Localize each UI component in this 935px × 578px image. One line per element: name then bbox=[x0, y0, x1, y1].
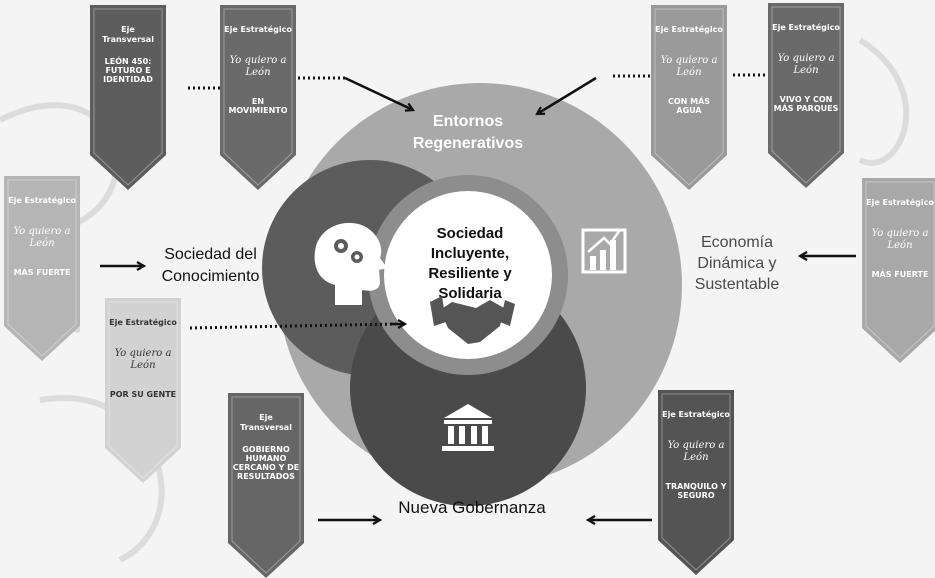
bar-chart-icon bbox=[581, 228, 627, 274]
banner-kind: Eje Estratégico bbox=[866, 198, 934, 207]
banner-kind: Eje Transversal bbox=[240, 413, 292, 432]
banner-shape bbox=[768, 3, 844, 188]
banner-shape bbox=[651, 5, 727, 190]
banner-name: LEÓN 450: FUTURO E IDENTIDAD bbox=[103, 57, 153, 84]
banner-script: Yo quiero a León bbox=[667, 440, 725, 463]
banner-name: VIVO Y CON MÁS PARQUES bbox=[773, 95, 839, 113]
banner-name: TRANQUILO Y SEGURO bbox=[665, 482, 727, 500]
banner-shape bbox=[862, 178, 935, 363]
banner-movimiento: Eje Estratégico Yo quiero a León EN MOVIMI… bbox=[220, 5, 296, 190]
banner-name: CON MÁS AGUA bbox=[667, 97, 711, 115]
banner-shape bbox=[4, 176, 80, 361]
label-economy: Economía Dinámica y Sustentable bbox=[694, 234, 780, 293]
banner-script: Yo quiero a León bbox=[13, 226, 71, 249]
banner-kind: Eje Estratégico bbox=[772, 23, 840, 32]
banner-shape bbox=[658, 390, 734, 575]
banner-shape bbox=[228, 393, 304, 578]
banner-kind: Eje Estratégico bbox=[109, 318, 177, 327]
handshake-icon bbox=[430, 296, 515, 344]
banner-shape bbox=[90, 5, 166, 190]
gears-head-icon bbox=[314, 222, 387, 305]
connectors bbox=[100, 73, 856, 520]
banner-kind: Eje Estratégico bbox=[655, 25, 723, 34]
banner-name: GOBIERNO HUMANO CERCANO Y DE RESULTADOS bbox=[232, 445, 300, 481]
banner-script: Yo quiero a León bbox=[229, 55, 287, 78]
banner-kind: Eje Transversal bbox=[102, 25, 154, 44]
banner-name: MÁS FUERTE bbox=[13, 268, 71, 277]
government-building-icon bbox=[442, 404, 494, 451]
arrow-to-top-title-right bbox=[537, 76, 597, 114]
label-governance: Nueva Gobernanza bbox=[398, 498, 546, 517]
dotted-connector-gente bbox=[189, 322, 397, 330]
banner-script: Yo quiero a León bbox=[114, 348, 172, 371]
label-knowledge: Sociedad del Conocimiento bbox=[161, 246, 260, 285]
banner-name: EN MOVIMIENTO bbox=[228, 97, 288, 115]
banner-kind: Eje Estratégico bbox=[224, 25, 292, 34]
banner-name: MÁS FUERTE bbox=[871, 270, 929, 279]
arrow-to-top-title-left bbox=[344, 76, 413, 110]
banner-shape bbox=[220, 5, 296, 190]
banner-script: Yo quiero a León bbox=[777, 53, 835, 76]
banner-script: Yo quiero a León bbox=[660, 55, 718, 78]
banner-name: POR SU GENTE bbox=[109, 390, 177, 399]
banner-script: Yo quiero a León bbox=[871, 228, 929, 251]
banner-shape bbox=[105, 298, 181, 483]
banner-kind: Eje Estratégico bbox=[662, 410, 730, 419]
banner-kind: Eje Estratégico bbox=[8, 196, 76, 205]
